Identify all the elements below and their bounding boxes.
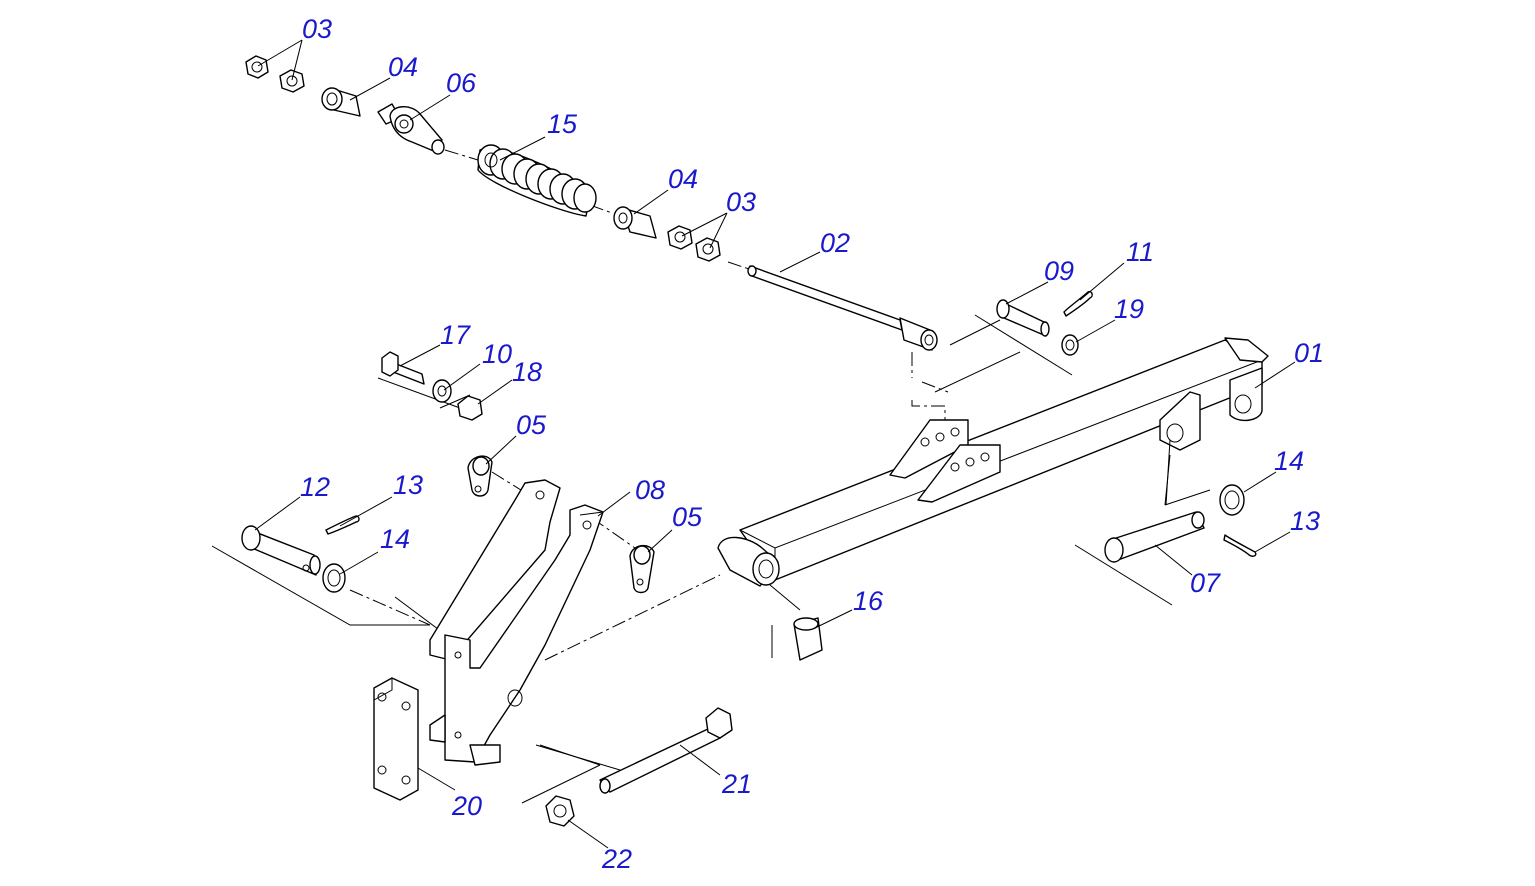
label-14-right: 14	[1274, 446, 1304, 476]
plate-20	[373, 677, 419, 801]
rod-02	[747, 265, 938, 351]
leader-lines	[254, 39, 1296, 849]
link-05-lower	[629, 545, 655, 594]
label-15: 15	[547, 109, 578, 139]
label-17: 17	[440, 320, 471, 350]
label-18: 18	[512, 357, 542, 387]
label-19: 19	[1114, 294, 1144, 324]
label-04-lower: 04	[668, 164, 698, 194]
label-07: 07	[1190, 568, 1221, 598]
bolt-21	[599, 707, 733, 794]
nut-18	[457, 395, 483, 421]
washer-10	[432, 379, 452, 403]
washer-14-right	[1219, 484, 1245, 516]
label-01: 01	[1294, 338, 1324, 368]
washer-14-left	[322, 563, 346, 593]
main-frame-01	[717, 337, 1269, 587]
pin-12	[241, 525, 321, 576]
cotter-pin-11	[1063, 290, 1093, 317]
cotter-pin-13-right	[1223, 534, 1257, 557]
rod-end-06	[377, 103, 445, 155]
label-06: 06	[446, 68, 477, 98]
spring-15	[477, 144, 597, 217]
pin-07	[1104, 511, 1205, 563]
label-12: 12	[300, 472, 330, 502]
label-02: 02	[820, 228, 850, 258]
label-04-upper: 04	[388, 52, 418, 82]
pin-09	[996, 299, 1050, 337]
label-11: 11	[1126, 237, 1154, 267]
label-13-left: 13	[393, 470, 423, 500]
label-13-right: 13	[1290, 506, 1320, 536]
label-05-lower: 05	[672, 502, 703, 532]
washer-19	[1061, 334, 1079, 356]
label-08: 08	[635, 475, 665, 505]
label-21: 21	[721, 769, 752, 799]
spacer-04-lower	[613, 206, 657, 239]
spacer-04-upper	[321, 87, 361, 117]
nut-03-upper-b	[279, 69, 305, 93]
label-10: 10	[482, 339, 512, 369]
bolt-17	[381, 351, 425, 385]
label-22: 22	[601, 844, 632, 874]
nut-03-upper-a	[245, 55, 269, 79]
label-05-upper: 05	[516, 410, 547, 440]
nut-03-lower-a	[667, 225, 693, 250]
label-09: 09	[1044, 256, 1074, 286]
label-03-upper: 03	[302, 14, 332, 44]
label-20: 20	[451, 791, 482, 821]
part-labels: 03 04 06 15 04 03 02 09 11 19 01 17 10 1…	[300, 14, 1324, 874]
nut-03-lower-b	[695, 237, 721, 262]
grease-fitting-16	[793, 617, 823, 661]
nut-22	[545, 795, 575, 827]
label-03-lower: 03	[726, 187, 756, 217]
label-14-left: 14	[380, 524, 410, 554]
bracket-08	[429, 479, 604, 766]
label-16: 16	[853, 586, 884, 616]
link-05-upper	[467, 455, 493, 497]
